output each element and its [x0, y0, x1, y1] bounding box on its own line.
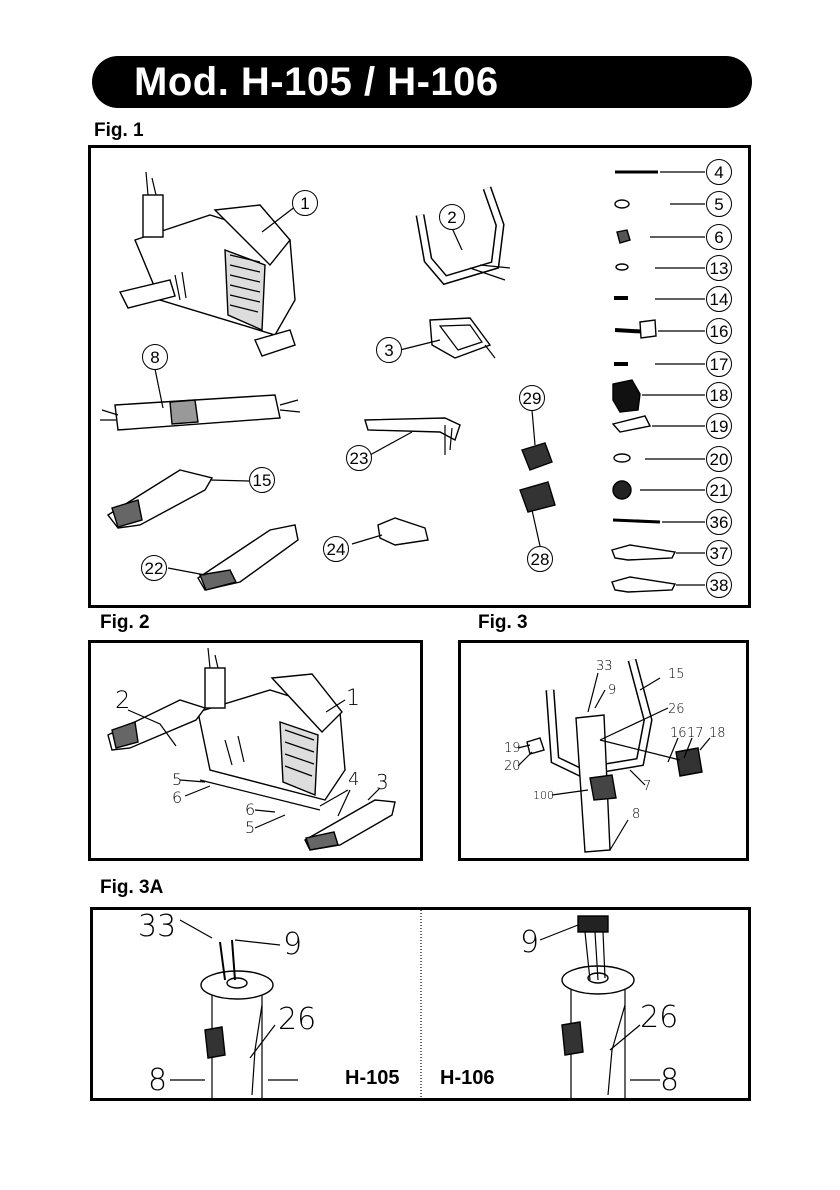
fig3a-label: 9	[283, 930, 302, 960]
fig3a-label: 9	[520, 928, 539, 958]
fig3a-right-tube	[562, 916, 634, 1098]
fig3a-label: 8	[148, 1066, 167, 1096]
model-label-h106: H-106	[440, 1067, 494, 1090]
fig3a-label: 26	[278, 1005, 316, 1035]
model-label-h105: H-105	[345, 1067, 399, 1090]
fig3a-left-leaders	[170, 920, 298, 1080]
fig3a-label: 33	[138, 912, 176, 942]
fig3a-label: 8	[660, 1066, 679, 1096]
fig3a-label: 26	[640, 1003, 678, 1033]
fig3a-left-tube	[201, 940, 273, 1098]
